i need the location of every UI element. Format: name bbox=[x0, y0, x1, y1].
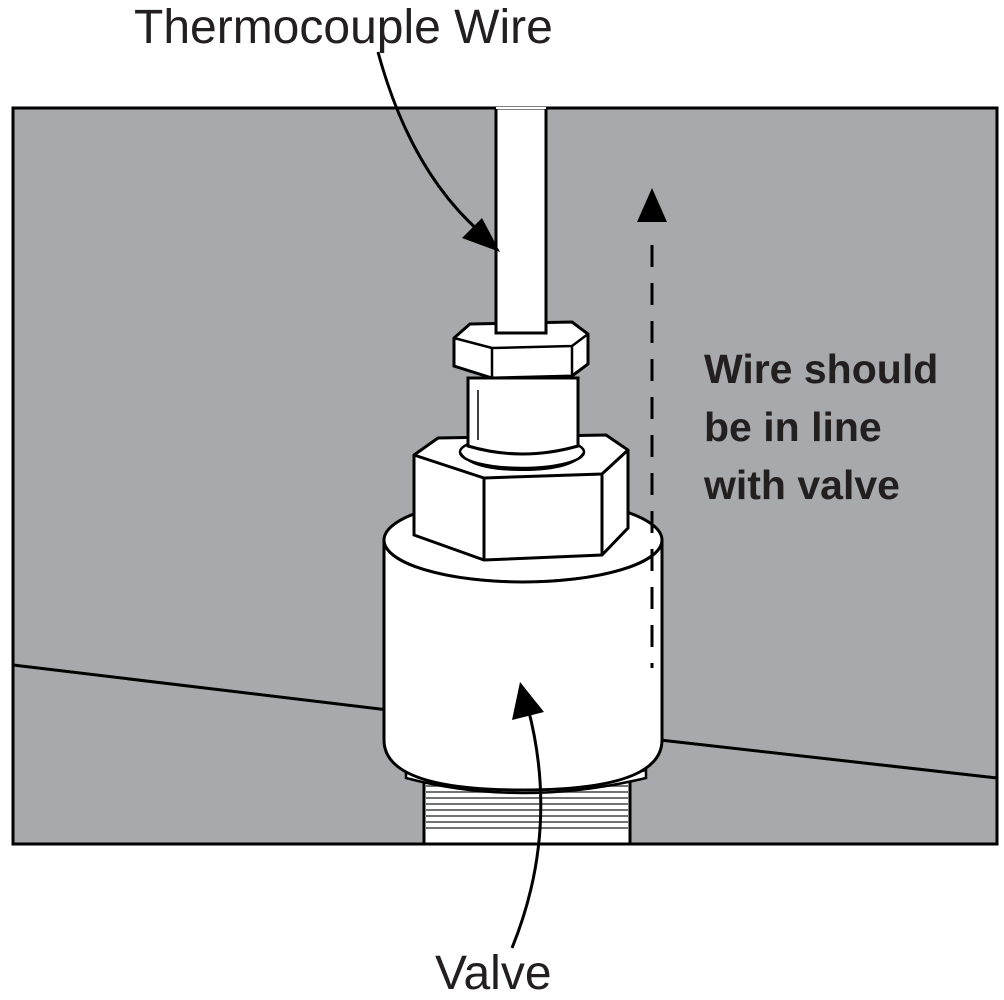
dashed-up-arrow-icon bbox=[637, 188, 667, 668]
surface-edge-right bbox=[659, 738, 998, 780]
valve-callout-arrow-icon bbox=[510, 682, 544, 949]
alignment-note: Wire should be in line with valve bbox=[704, 340, 994, 514]
valve-label: Valve bbox=[435, 947, 552, 1000]
alignment-note-line-3: with valve bbox=[704, 462, 900, 508]
surface-edge-left bbox=[12, 663, 389, 712]
alignment-note-line-2: be in line bbox=[704, 404, 882, 450]
thermocouple-wire bbox=[494, 106, 548, 335]
alignment-note-line-1: Wire should bbox=[704, 346, 939, 392]
valve-neck bbox=[466, 376, 580, 456]
wire-callout-arrow-icon bbox=[376, 51, 500, 252]
thermocouple-wire-label: Thermocouple Wire bbox=[134, 1, 553, 54]
